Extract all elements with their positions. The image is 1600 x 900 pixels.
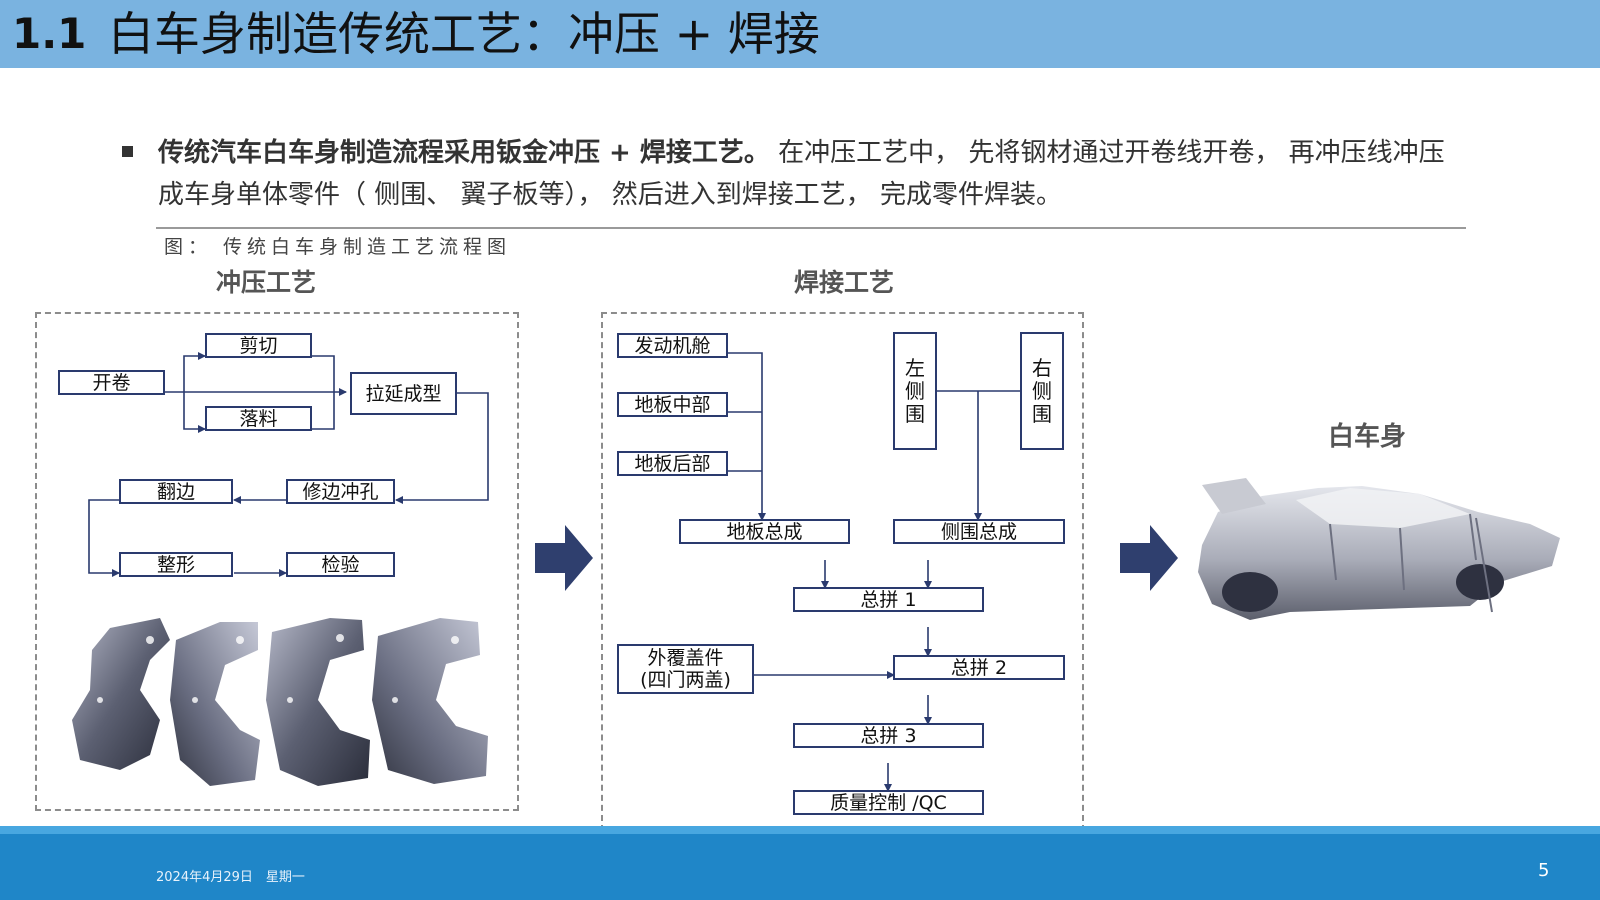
node-left-side-panel: 左 侧 围 — [893, 332, 937, 450]
node-floor-assembly: 地板总成 — [679, 519, 850, 544]
bullet-square-icon — [122, 146, 133, 157]
node-blanking: 落料 — [205, 406, 312, 431]
node-engine-bay: 发动机舱 — [617, 333, 728, 358]
node-main-assembly-1: 总拼 1 — [793, 587, 984, 612]
bullet-paragraph: 传统汽车白车身制造流程采用钣金冲压 + 焊接工艺。 在冲压工艺中， 先将钢材通过… — [158, 132, 1448, 216]
footer-accent-line — [0, 826, 1600, 834]
node-shaping: 整形 — [119, 552, 233, 577]
bullet-bold-text: 传统汽车白车身制造流程采用钣金冲压 + 焊接工艺。 — [158, 138, 770, 168]
left-side-char-1: 左 — [905, 355, 925, 380]
node-shear: 剪切 — [205, 333, 312, 358]
node-uncoil: 开卷 — [58, 370, 165, 395]
node-main-assembly-3: 总拼 3 — [793, 723, 984, 748]
footer-date: 2024年4月29日 星期一 — [156, 870, 305, 885]
footer-bar — [0, 834, 1600, 900]
node-floor-middle: 地板中部 — [617, 392, 728, 417]
right-side-char-2: 侧 — [1032, 378, 1052, 403]
node-side-assembly: 侧围总成 — [893, 519, 1065, 544]
figure-caption: 图： 传统白车身制造工艺流程图 — [164, 236, 512, 258]
process-arrow-icon — [535, 525, 593, 591]
right-side-char-1: 右 — [1032, 355, 1052, 380]
stamping-panel — [35, 312, 519, 811]
left-side-char-3: 围 — [905, 401, 925, 426]
node-flanging: 翻边 — [119, 479, 233, 504]
outer-panels-line-2: (四门两盖) — [640, 669, 731, 691]
divider — [156, 227, 1466, 229]
stamping-label: 冲压工艺 — [216, 268, 317, 297]
node-trim-pierce: 修边冲孔 — [286, 479, 395, 504]
welding-label: 焊接工艺 — [794, 268, 895, 297]
title-bar: 1.1 白车身制造传统工艺：冲压 + 焊接 — [0, 0, 1600, 68]
section-number: 1.1 — [12, 9, 87, 58]
node-quality-control: 质量控制 /QC — [793, 790, 984, 815]
bullet-body-text: 在冲压工艺中， 先将钢材通过开卷线开卷， 再冲压线冲压成车身单体零件（ 侧围、 … — [158, 138, 1445, 210]
left-side-char-2: 侧 — [905, 378, 925, 403]
outer-panels-line-1: 外覆盖件 — [647, 647, 724, 669]
node-floor-rear: 地板后部 — [617, 451, 728, 476]
body-in-white-label: 白车身 — [1328, 422, 1407, 452]
right-side-char-3: 围 — [1032, 401, 1052, 426]
result-arrow-icon — [1120, 525, 1178, 591]
page-number: 5 — [1538, 860, 1550, 881]
node-main-assembly-2: 总拼 2 — [893, 655, 1065, 680]
node-inspection: 检验 — [286, 552, 395, 577]
node-deep-drawing: 拉延成型 — [350, 372, 457, 415]
page-title: 白车身制造传统工艺：冲压 + 焊接 — [108, 7, 820, 61]
node-right-side-panel: 右 侧 围 — [1020, 332, 1064, 450]
node-outer-panels: 外覆盖件 (四门两盖) — [617, 644, 754, 694]
